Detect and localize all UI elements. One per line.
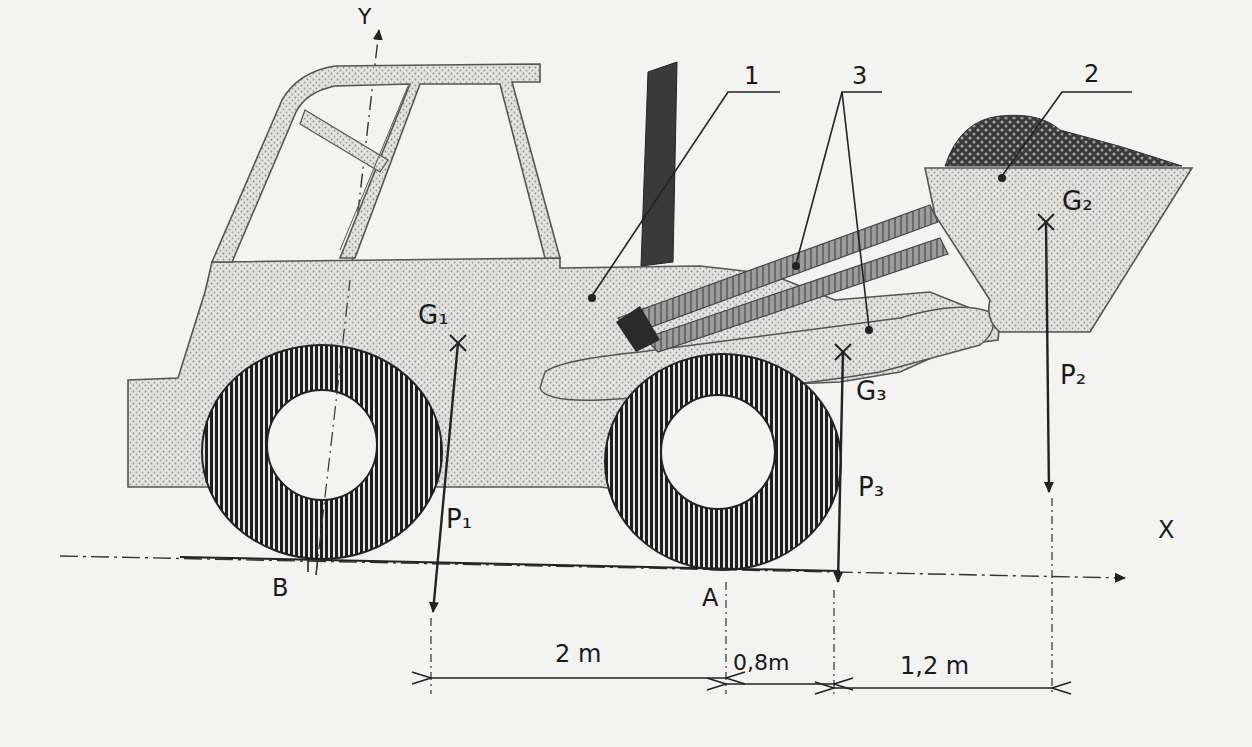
point-name: B	[272, 576, 288, 600]
force-name: P₃	[858, 474, 884, 500]
callout-number: 1	[744, 64, 759, 88]
point-name: G₁	[418, 302, 449, 328]
point-name: G₂	[1062, 188, 1093, 214]
force-name: P₂	[1060, 362, 1086, 388]
dimension-value: 0,8m	[733, 652, 789, 674]
force-name: P₁	[446, 506, 472, 532]
axis-name: Y	[358, 6, 371, 28]
dimension-value: 2 m	[555, 642, 601, 666]
point-name: G₃	[856, 378, 887, 404]
dimension-value: 1,2 m	[900, 654, 969, 678]
point-name: A	[702, 586, 718, 610]
callout-number: 3	[852, 64, 867, 88]
axis-name: X	[1158, 518, 1174, 542]
callout-number: 2	[1084, 62, 1099, 86]
